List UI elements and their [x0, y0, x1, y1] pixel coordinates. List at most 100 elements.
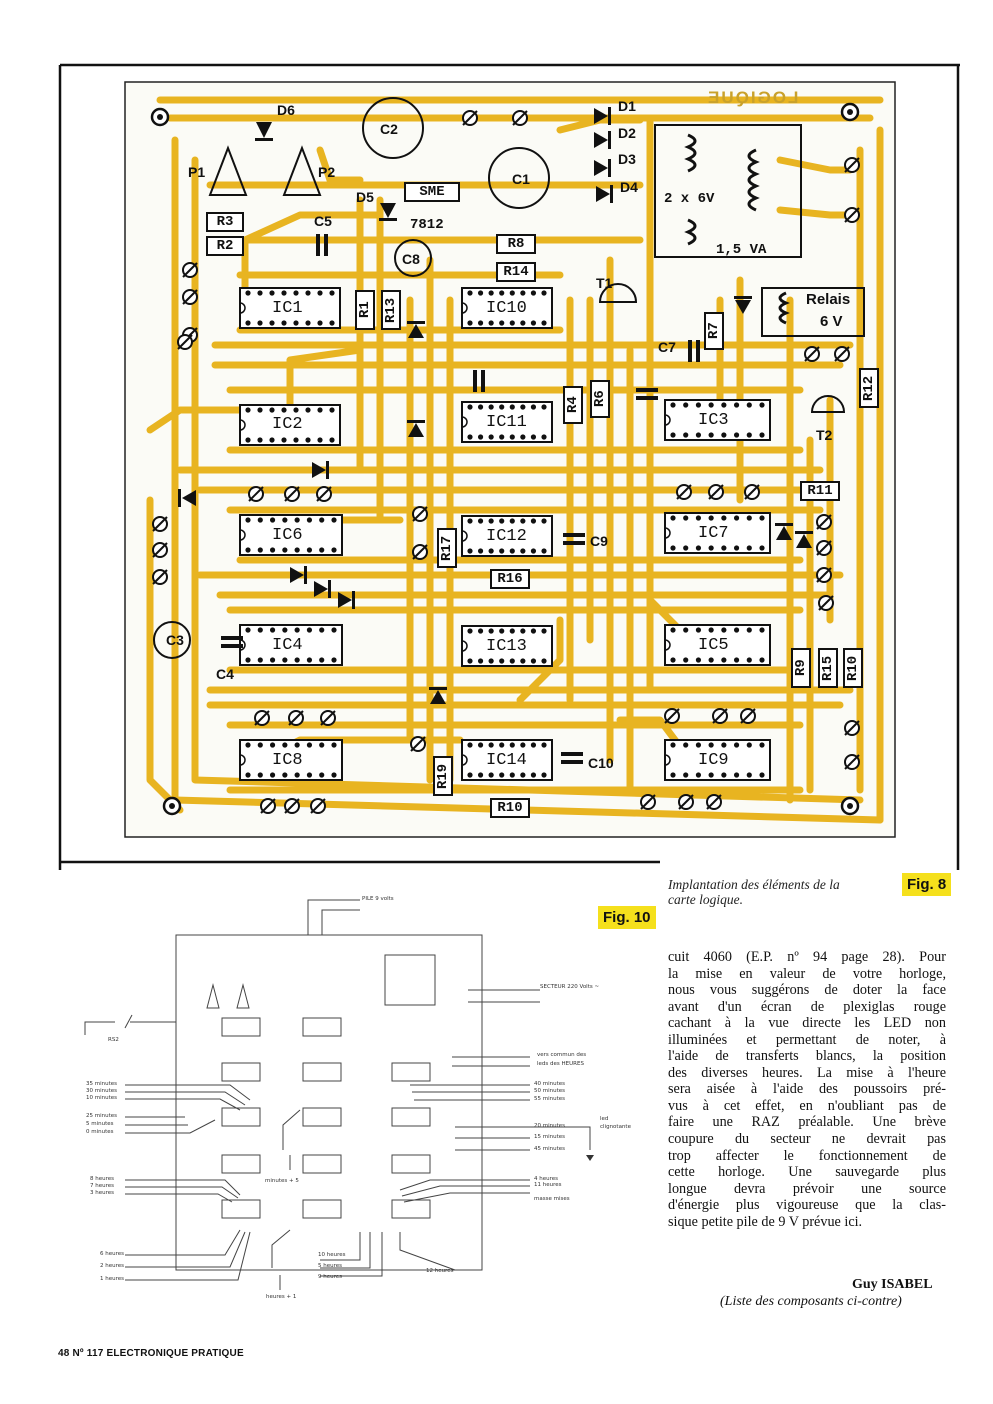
ic-label-1: IC1 — [272, 299, 303, 318]
ic-pin — [520, 404, 526, 410]
ic-pin — [670, 545, 676, 551]
ic-pin — [530, 772, 537, 778]
ic-pin — [329, 437, 335, 443]
ic-pin — [708, 742, 714, 748]
ic-pin — [499, 742, 505, 748]
resistor-r3: R3 — [206, 212, 244, 232]
led-label-2: clignotante — [600, 1124, 631, 1130]
ic-pin — [245, 657, 251, 663]
ic-pin — [319, 547, 325, 553]
ic-pin — [306, 547, 313, 553]
pad-slash — [740, 708, 756, 724]
label-c1: C1 — [512, 171, 530, 187]
ic-pin — [245, 627, 251, 633]
pad-slash — [844, 157, 860, 173]
ic-label-6: IC6 — [272, 526, 303, 545]
pad-slash — [816, 514, 832, 530]
diodes — [178, 107, 813, 704]
pad-slash — [410, 736, 426, 752]
left-g2-0: 25 minutes — [86, 1113, 118, 1119]
twelve-label: 12 heures — [426, 1268, 454, 1274]
ic-pin — [733, 545, 740, 551]
ic-pin — [541, 434, 547, 440]
ic-pin — [294, 772, 300, 778]
pad-slash — [152, 569, 168, 585]
ic-pin — [269, 627, 276, 633]
ic-pin — [329, 407, 335, 413]
ic-packages — [239, 287, 771, 781]
ic-pin — [708, 515, 714, 521]
ic-pin — [306, 657, 313, 663]
left-g1-0: 35 minutes — [86, 1081, 118, 1087]
ic-pin — [670, 515, 676, 521]
ic-pin — [746, 432, 752, 438]
label-d3: D3 — [618, 151, 636, 167]
left-g2-1: 5 minutes — [86, 1121, 114, 1127]
ic-pin — [695, 657, 702, 663]
ic-pin — [477, 518, 484, 524]
article-line: la mise en valeur de votre horloge, — [668, 965, 946, 982]
ic-pin — [683, 657, 689, 663]
ic-notch — [239, 302, 246, 314]
pad-slash — [512, 110, 528, 126]
ic-pin — [670, 772, 676, 778]
ic-pin — [520, 434, 526, 440]
ic-pin — [746, 515, 752, 521]
transformer-secondary: 2 x 6V — [664, 191, 715, 207]
ic-pin — [708, 772, 714, 778]
label-c4: C4 — [216, 666, 234, 682]
ic-pin — [293, 437, 299, 443]
resistor-r11: R11 — [800, 481, 840, 501]
right-g1-0: 40 minutes — [534, 1081, 566, 1087]
ic-label-12: IC12 — [486, 527, 527, 546]
ic-pin — [733, 742, 740, 748]
ic-pin — [467, 742, 473, 748]
ic-pin — [477, 434, 484, 440]
ic-pin — [477, 742, 484, 748]
ic-pin — [331, 517, 337, 523]
ic-pin — [509, 628, 515, 634]
ic-pin — [530, 518, 537, 524]
ic-pin — [467, 548, 473, 554]
label-d6: D6 — [277, 102, 295, 118]
label-c9: C9 — [590, 533, 608, 549]
ic-pin — [488, 742, 494, 748]
ic-pin — [695, 772, 702, 778]
ic-label-8: IC8 — [272, 751, 303, 770]
ic-label-2: IC2 — [272, 415, 303, 434]
ic-pin — [467, 772, 473, 778]
pile-label: PILE 9 volts — [362, 896, 394, 902]
ic-pin — [467, 658, 473, 664]
article-line: sera aisée à l'aide des poussoirs pré- — [668, 1081, 946, 1098]
regulator-part: 7812 — [410, 217, 444, 233]
ic-pin — [759, 742, 765, 748]
article-line: cachant à la vue directe les LED non — [668, 1015, 946, 1032]
ic-label-10: IC10 — [486, 299, 527, 318]
left-g1-1: 30 minutes — [86, 1088, 118, 1094]
bottom-g-1: 5 heures — [318, 1263, 342, 1269]
article-line: faire une RAZ préalable. Une brève — [668, 1114, 946, 1131]
secteur-label: SECTEUR 220 Volts ~ — [540, 984, 600, 990]
ic-pin — [759, 432, 765, 438]
ic-pin — [683, 515, 689, 521]
ic-pin — [530, 658, 537, 664]
pad-slash — [248, 486, 264, 502]
ic-pin — [282, 547, 288, 553]
ic-pin — [269, 657, 276, 663]
right-g3-0: 4 heures — [534, 1176, 558, 1182]
heures-plus-label: heures + 1 — [266, 1294, 297, 1300]
ic-pin — [721, 515, 727, 521]
ic-pin — [306, 742, 313, 748]
ic-pin — [520, 548, 526, 554]
ic-pin — [281, 407, 287, 413]
ic-pin — [733, 772, 740, 778]
ic-pin — [759, 402, 765, 408]
ic-pin — [520, 658, 526, 664]
ic-pin — [306, 627, 313, 633]
ic-label-13: IC13 — [486, 637, 527, 656]
pad-slash — [816, 540, 832, 556]
pad-slash — [284, 798, 300, 814]
ic-notch — [239, 754, 246, 766]
ic-notch — [664, 639, 671, 651]
